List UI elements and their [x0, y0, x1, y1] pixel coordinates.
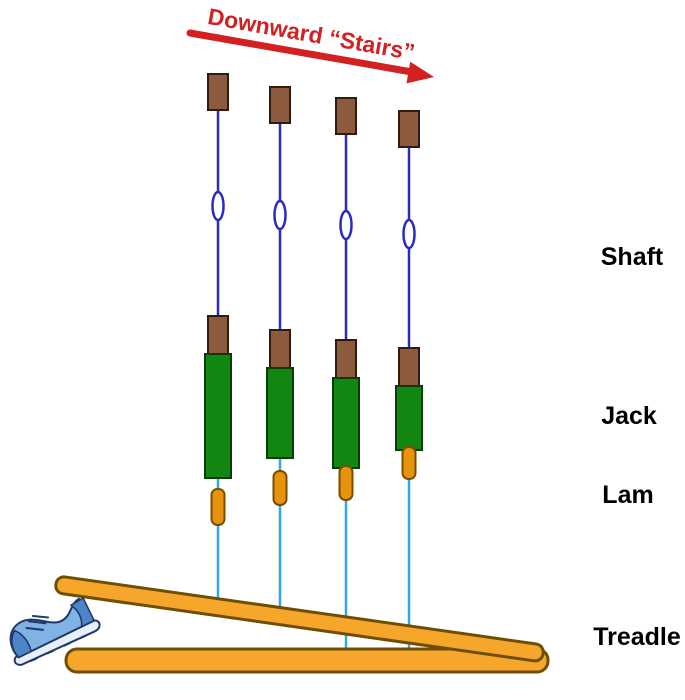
shoe-laces — [25, 614, 50, 631]
shoe-toe-cap — [11, 629, 33, 659]
cord-loop-2 — [273, 199, 287, 231]
jack-bar-1 — [204, 353, 232, 479]
shoe-lace-2 — [27, 620, 47, 625]
shaft-top-block-1 — [207, 73, 229, 111]
shaft-cords — [211, 110, 416, 350]
shaft-bottom-block-3 — [335, 339, 357, 379]
shaft-top-block-3 — [335, 97, 357, 135]
treadles — [54, 575, 550, 674]
shoe-lace-3 — [31, 614, 50, 619]
lam-pill-2 — [272, 470, 288, 506]
shaft-top-block-2 — [269, 86, 291, 124]
shoe-treads — [30, 634, 87, 662]
label-jack: Jack — [601, 402, 657, 430]
lams — [210, 446, 417, 526]
shoe-tread-2 — [46, 649, 55, 655]
label-lam: Lam — [602, 481, 653, 509]
cord-loop-3 — [339, 209, 353, 241]
shoe-heel-panel — [69, 597, 96, 628]
shoe-sole — [13, 619, 101, 666]
shaft-top-block-4 — [398, 110, 420, 148]
jack-bar-4 — [395, 385, 423, 451]
treadle-lower-bar — [64, 647, 550, 674]
cord-loop-1 — [211, 190, 225, 222]
shoe-lace-1 — [25, 626, 45, 631]
lam-pill-4 — [401, 446, 417, 480]
shoe-tread-1 — [30, 657, 38, 662]
cord-loop-4 — [402, 218, 416, 250]
shaft-bottom-block-4 — [398, 347, 420, 387]
lam-pill-1 — [210, 488, 226, 526]
shaft-bottom-block-1 — [207, 315, 229, 355]
arrow-head-icon — [406, 61, 434, 84]
label-treadle: Treadle — [593, 623, 681, 651]
shoe-tread-3 — [63, 642, 71, 647]
jack-bar-3 — [332, 377, 360, 469]
jack-bar-2 — [266, 367, 294, 459]
shoe-icon — [9, 597, 101, 666]
shaft-blocks — [207, 73, 420, 387]
shoe-tread-4 — [79, 634, 87, 640]
lam-pill-3 — [338, 465, 354, 501]
arrow-line — [186, 29, 416, 76]
jacks — [204, 353, 423, 479]
treadle-upper-bar — [54, 575, 545, 663]
label-shaft: Shaft — [601, 243, 664, 271]
downward-stairs-arrow — [186, 29, 416, 76]
shaft-bottom-block-2 — [269, 329, 291, 369]
